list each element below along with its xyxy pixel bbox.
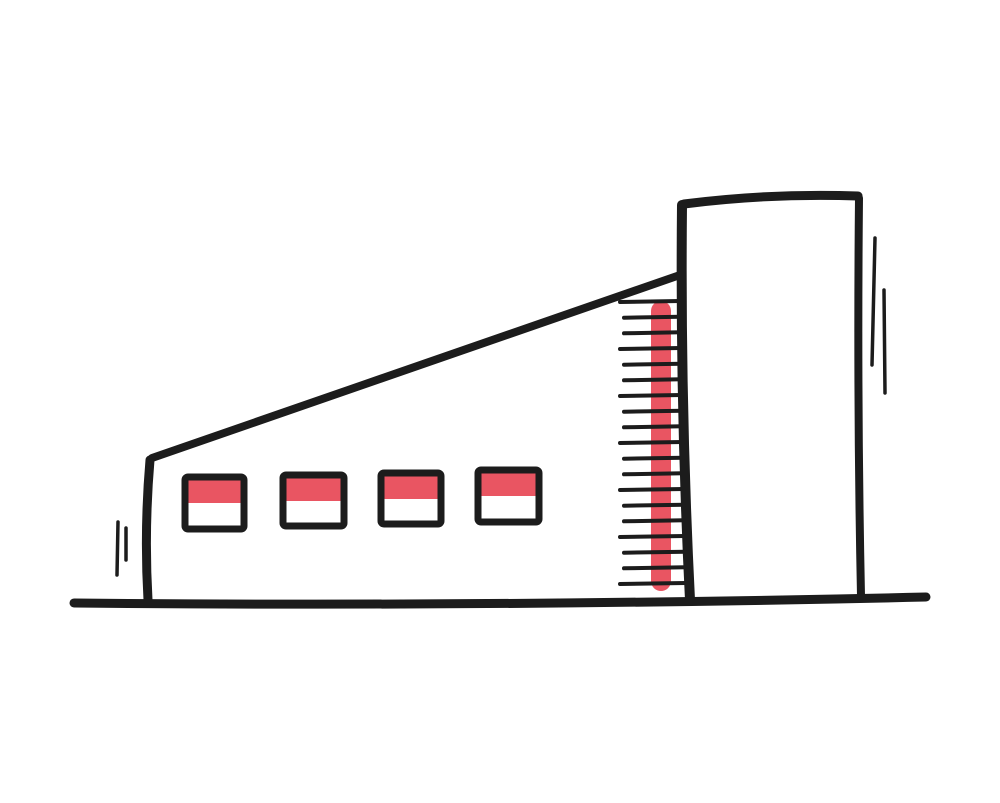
ladder-rung	[618, 393, 684, 398]
ladder-rung	[622, 408, 685, 414]
tower-left-wall	[676, 200, 695, 605]
wing-roof	[148, 271, 684, 462]
vertical-stripe	[651, 301, 671, 591]
accent-layer	[187, 301, 671, 591]
ladder-rung	[622, 502, 687, 508]
tower-roof	[679, 190, 863, 209]
motion-lines-left	[115, 520, 128, 577]
ladder-rung	[618, 346, 683, 351]
motion-line	[115, 520, 120, 577]
ladder-rung	[622, 549, 687, 555]
ladder-rung	[622, 518, 687, 524]
window-4-fill	[480, 472, 537, 496]
window-3-fill	[383, 475, 439, 499]
ladder-rung	[622, 330, 683, 336]
window-1	[181, 473, 248, 533]
motion-lines-right	[870, 236, 887, 395]
motion-line	[882, 288, 887, 395]
ladder-rung	[622, 471, 686, 477]
ladder-rungs	[618, 299, 688, 586]
ladder-rung	[622, 455, 686, 461]
ladder-rung	[618, 581, 688, 586]
ladder-rung	[618, 440, 685, 445]
ground-line	[69, 592, 931, 609]
wing-left-wall	[141, 455, 155, 605]
window-2-fill	[285, 477, 342, 501]
ladder-rung	[618, 487, 686, 492]
ladder-rung	[622, 424, 685, 430]
window-2	[279, 471, 348, 530]
ink-layer	[69, 190, 931, 609]
tower-right-wall	[854, 194, 865, 600]
ladder-rung	[618, 299, 682, 304]
window-4	[474, 466, 543, 526]
ladder-rung	[622, 314, 683, 320]
ladder-rung	[622, 361, 684, 367]
ladder-rung	[618, 534, 687, 539]
ladder-rung	[622, 377, 684, 383]
motion-line	[870, 236, 877, 367]
window-1-fill	[187, 479, 242, 503]
ladder-rung	[622, 565, 688, 571]
window-3	[377, 469, 445, 528]
